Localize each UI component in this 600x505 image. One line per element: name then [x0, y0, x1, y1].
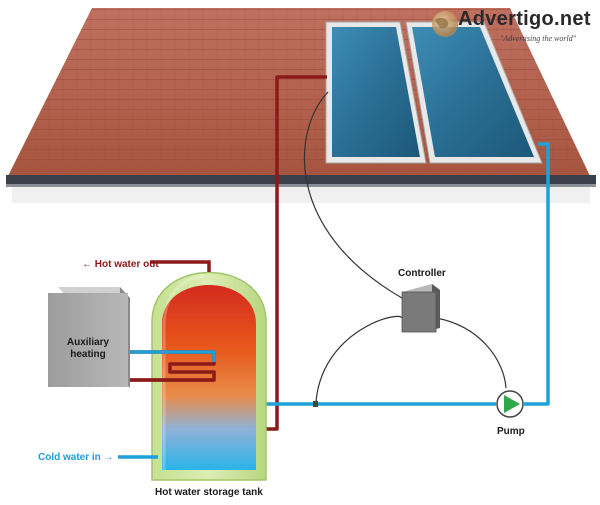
sensor-junction — [313, 401, 318, 407]
globe-icon — [432, 11, 458, 37]
controller-label: Controller — [398, 268, 446, 279]
pump-icon — [496, 390, 524, 418]
cold-water-in-label: Cold water in → — [38, 452, 114, 463]
hot-water-out-pipe — [150, 260, 211, 272]
pump-label: Pump — [497, 426, 525, 437]
auxiliary-heating-unit — [48, 287, 130, 388]
controller-box — [401, 284, 440, 333]
hot-water-out-label: ← Hot water out — [82, 259, 159, 270]
watermark-brand: Advertigo.net — [458, 8, 591, 30]
auxiliary-heating-label: Auxiliary heating — [56, 337, 120, 361]
tank-coils — [128, 350, 216, 382]
storage-tank-label: Hot water storage tank — [155, 487, 263, 498]
solar-collector-panels — [325, 21, 543, 164]
hot-water-storage-tank — [151, 271, 267, 481]
auxiliary-heating-label-line1: Auxiliary — [66, 337, 110, 348]
gutter — [6, 175, 596, 184]
sensor-wires — [304, 91, 507, 403]
fascia — [12, 187, 590, 203]
auxiliary-heating-label-line2: heating — [70, 349, 106, 360]
watermark: Advertigo.net "Advertising the world" — [432, 6, 592, 48]
watermark-slogan: "Advertising the world" — [500, 34, 577, 43]
